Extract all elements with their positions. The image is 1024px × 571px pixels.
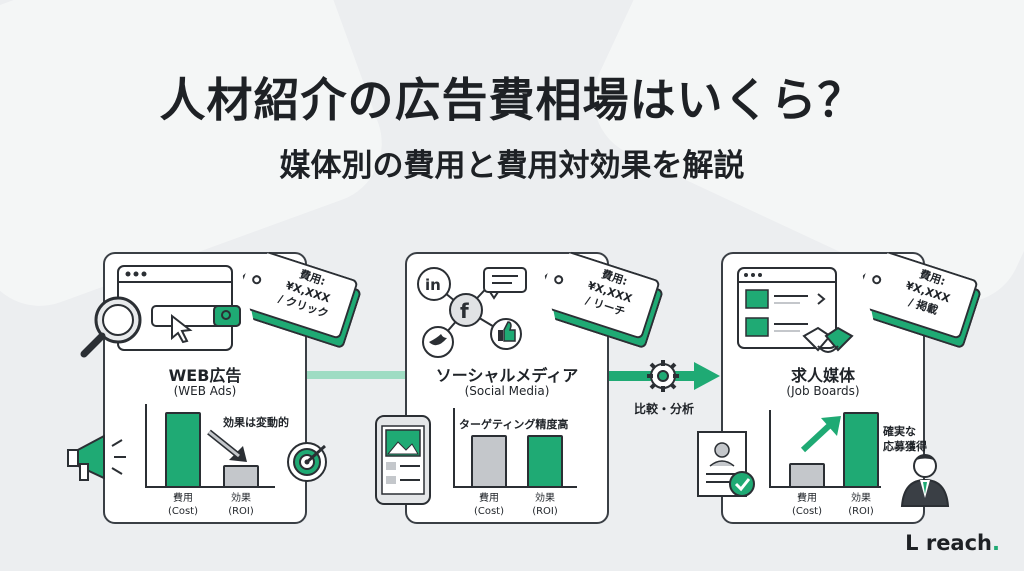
search-bar-icon (151, 305, 241, 327)
target-icon (287, 442, 327, 482)
brand-logo: L reach. (905, 531, 1000, 555)
cost-label: 費用 (Cost) (791, 493, 823, 517)
panel-subtitle: (Job Boards) (786, 384, 860, 398)
chat-icon (483, 267, 527, 300)
brand-dot: . (992, 531, 1000, 555)
up-arrow-icon (800, 416, 841, 453)
linkedin-icon: in (417, 267, 451, 301)
chart-baseline (453, 486, 577, 488)
panel-subtitle: (WEB Ads) (173, 384, 237, 398)
handshake-icon (802, 326, 854, 353)
magnifier-icon (80, 296, 142, 358)
down-arrow-icon (207, 429, 247, 462)
chart-baseline (145, 486, 275, 488)
cost-bar (789, 463, 825, 488)
twitter-icon (422, 326, 454, 358)
roi-bar (223, 465, 259, 488)
brand-name: L reach (905, 531, 993, 555)
job-board-window-icon (737, 267, 837, 349)
gear-icon (647, 360, 679, 392)
cost-label: 費用 (Cost) (167, 493, 199, 517)
smartphone-icon (375, 415, 431, 505)
chart-axis (145, 404, 147, 488)
main-subtitle: 媒体別の費用と費用対効果を解説 (279, 148, 745, 184)
facebook-icon: f (449, 293, 483, 327)
panel-note: 確実な 応募獲得 (883, 425, 927, 453)
megaphone-icon (67, 434, 126, 481)
panel-subtitle: (Social Media) (464, 384, 550, 398)
chart-baseline (769, 486, 881, 488)
panel-note: 効果は変動的 (223, 416, 289, 429)
panel-title: 求人媒体 (790, 366, 855, 385)
panel-note: ターゲティング精度高 (459, 418, 569, 431)
social-network-icon: in f (417, 267, 527, 358)
cost-bar (165, 412, 201, 488)
main-title: 人材紹介の広告費相場はいくら？ (159, 73, 865, 127)
panel-title: WEB広告 (168, 366, 242, 385)
svg-text:in: in (425, 276, 441, 294)
like-icon (490, 318, 522, 350)
roi-label: 効果 (ROI) (848, 493, 874, 517)
panel-title: ソーシャルメディア (435, 366, 579, 385)
svg-text:f: f (460, 299, 469, 323)
connector-label: 比較・分析 (634, 402, 695, 416)
cursor-icon (171, 314, 193, 344)
person-icon (900, 454, 950, 507)
cost-label: 費用 (Cost) (473, 493, 505, 517)
roi-bar (843, 412, 879, 488)
connector-line-1 (306, 371, 406, 379)
chart-axis (453, 408, 455, 488)
roi-label: 効果 (ROI) (228, 493, 254, 517)
cost-bar (471, 435, 507, 488)
chart-axis (769, 410, 771, 488)
roi-label: 効果 (ROI) (532, 493, 558, 517)
resume-icon (697, 431, 755, 497)
roi-bar (527, 435, 563, 488)
